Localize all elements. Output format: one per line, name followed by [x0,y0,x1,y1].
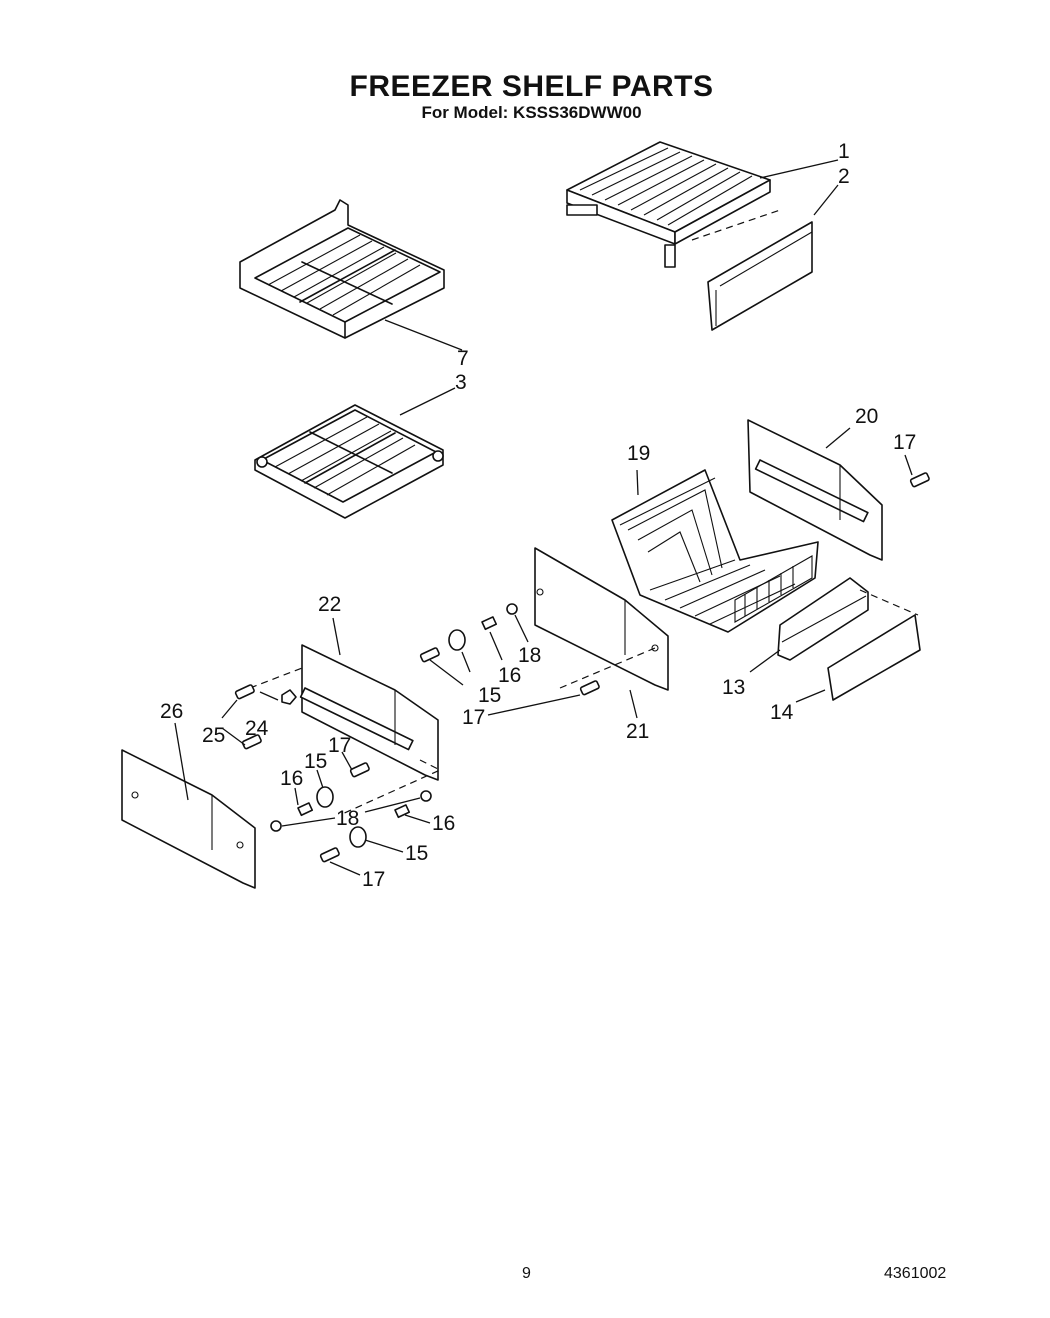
part-24-nut [281,689,297,705]
part-14-trim-insert [827,614,921,701]
part-7-wire-shelf [239,199,445,339]
part-1-glass-shelf [566,141,771,268]
callout-1: 1 [838,140,850,163]
callout-21: 21 [626,720,649,743]
callout-24: 24 [245,717,269,740]
leader-lines [174,159,913,876]
callout-19: 19 [627,442,650,465]
callout-25: 25 [202,724,225,747]
part-17-screw [319,472,930,863]
callout-15-center: 15 [478,684,501,707]
callout-15-left-upper: 15 [304,750,327,773]
part-25-screw [234,684,262,750]
callout-7: 7 [457,347,469,370]
callout-22: 22 [318,593,341,616]
callout-17-center: 17 [462,706,485,729]
part-19-wire-basket [611,469,819,633]
callout-20: 20 [855,405,878,428]
part-18-washer [270,603,518,832]
part-3-wire-shelf [254,404,444,519]
part-2-shelf-trim [691,209,813,331]
page-title: FREEZER SHELF PARTS [349,70,714,103]
callout-3: 3 [455,371,467,394]
callout-18-left: 18 [336,807,359,830]
callout-15-left-lower: 15 [405,842,428,865]
part-20-side-panel [747,419,883,561]
callout-16-right: 16 [432,812,455,835]
callout-16-center: 16 [498,664,521,687]
callout-14: 14 [770,701,794,724]
callout-17-left-lower: 17 [362,868,385,891]
callout-labels: 1 2 7 3 20 17 19 18 16 15 13 17 14 21 22… [160,140,916,891]
part-16-bushing [297,616,498,819]
part-13-trim [777,577,919,661]
callout-2: 2 [838,165,850,188]
callout-13: 13 [722,676,745,699]
part-15-spacer [316,629,466,848]
part-21-side-panel [534,547,669,691]
model-line: For Model: KSSS36DWW00 [421,103,642,122]
callout-18-center: 18 [518,644,541,667]
page-number: 9 [522,1265,531,1282]
callout-26: 26 [160,700,183,723]
part-22-side-panel [249,644,442,816]
callout-17-left-upper: 17 [328,734,351,757]
part-26-side-panel [121,749,256,889]
document-number: 4361002 [884,1265,947,1282]
hardware [234,472,930,863]
callout-17-right: 17 [893,431,916,454]
callout-16-left: 16 [280,767,303,790]
